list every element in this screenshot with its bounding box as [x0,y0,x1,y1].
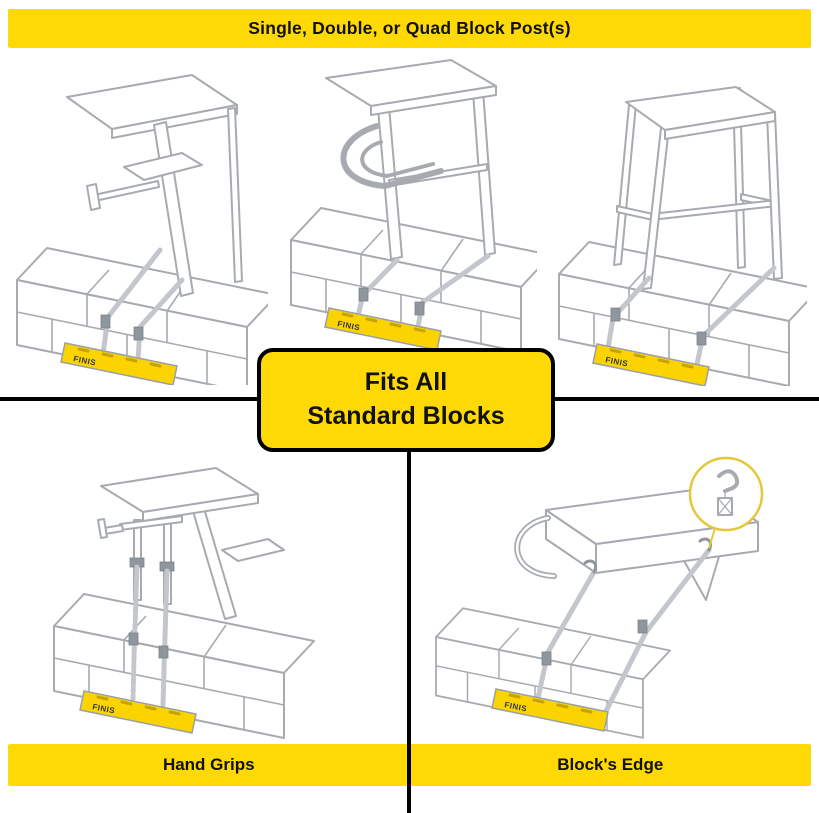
bottom-label-hand-grips: Hand Grips [162,755,255,774]
illustration-quad-post-block [558,86,807,386]
illustration-double-post-block [290,59,537,353]
grip-clamps-and-straps [128,557,175,708]
illustration-single-post-block [16,74,268,385]
top-banner: Single, Double, or Quad Block Post(s) [8,9,811,48]
hook-callout [688,456,764,549]
starting-block-double-post [325,59,497,260]
badge-line-2: Standard Blocks [307,402,505,430]
mounting-straps [100,247,185,364]
starting-block-quad-post [613,86,783,290]
center-badge: Fits All Standard Blocks [257,348,555,452]
badge-line-1: Fits All [364,368,448,397]
illustration-hand-grips [53,467,315,739]
mounting-straps [605,265,777,367]
vertical-divider [407,452,411,813]
mounting-straps [355,253,491,329]
starting-block-with-hand-grips [97,467,285,620]
hook-icon [717,469,740,516]
illustration-blocks-edge [435,456,764,739]
top-banner-label: Single, Double, or Quad Block Post(s) [248,18,571,38]
callout-circle [688,456,764,532]
bottom-label-blocks-edge: Block's Edge [557,755,664,774]
starting-block-single-post [66,74,243,297]
starting-block-wedge [514,487,759,601]
